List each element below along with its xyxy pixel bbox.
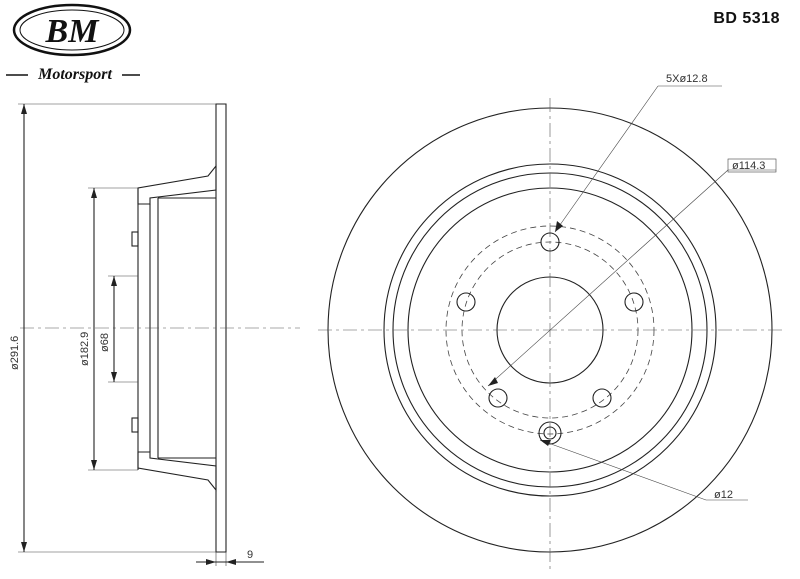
dim-thickness: 9 xyxy=(247,549,253,561)
dim-bolt-holes: 5Xø12.8 xyxy=(666,73,708,85)
bolt-holes xyxy=(456,232,644,445)
dim-hat-diameter: ø182.9 xyxy=(79,332,91,366)
part-number: BD 5318 xyxy=(713,10,780,27)
dim-hole: ø12 xyxy=(714,489,733,501)
front-view: 5Xø12.8 ø114.3 ø12 xyxy=(318,73,782,570)
dim-outer-diameter: ø291.6 xyxy=(9,336,21,370)
side-section-view: ø291.6 ø182.9 ø68 9 xyxy=(9,103,300,566)
logo-subtitle: Motorsport xyxy=(37,66,112,83)
dim-pcd: ø114.3 xyxy=(732,160,765,172)
brand-logo: BM Motorsport xyxy=(6,3,140,83)
logo-text: BM xyxy=(45,13,101,50)
dim-center-bore: ø68 xyxy=(99,333,111,352)
